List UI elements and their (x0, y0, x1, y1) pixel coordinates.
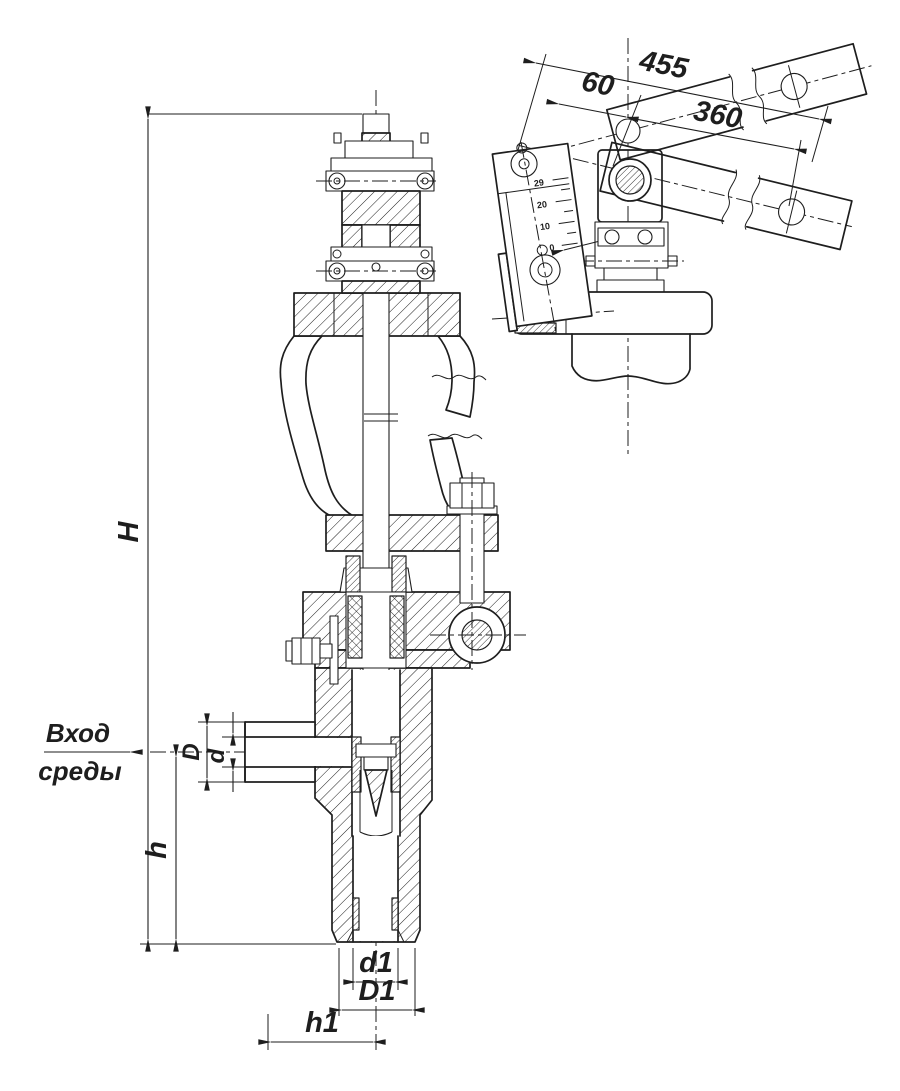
outlet-bore (346, 835, 405, 943)
yoke-right-leg-upper (437, 335, 476, 418)
scale-tick-10: 10 (539, 221, 550, 232)
inlet-label-line1: Вход (46, 718, 110, 748)
dimension-d: d (203, 712, 252, 792)
adjusting-bolt-left (285, 615, 339, 685)
lever-arm-position-2 (518, 141, 853, 251)
yoke-left-leg (279, 335, 354, 517)
scale-tick-20: 20 (536, 199, 547, 210)
scale-tick-0: 0 (549, 242, 555, 253)
main-sectional-view (150, 90, 526, 962)
seat-bushing-right (390, 736, 401, 793)
break-line (427, 433, 483, 440)
dimension-60: 60 (546, 65, 642, 167)
disc-collar (355, 743, 397, 758)
dim-label-D: D (178, 743, 205, 760)
gland-packing (339, 555, 413, 669)
dimension-H: H (113, 106, 362, 952)
dimension-D: D (178, 713, 250, 791)
packing-right (389, 595, 405, 659)
scale-ticks: 29 20 10 0 (533, 177, 578, 253)
lever-top-view: 29 20 10 0 (491, 38, 872, 458)
spring-cap-assembly (316, 132, 436, 294)
dimension-h1: h1 (258, 950, 386, 1050)
packing-left (347, 595, 363, 659)
dim-label-360: 360 (691, 95, 745, 136)
seat-bushing-left (351, 736, 362, 793)
dim-label-D1: D1 (358, 975, 395, 1007)
dim-label-H: H (113, 520, 145, 542)
inlet-label-line2: среды (38, 756, 121, 786)
scale-pointer (551, 240, 601, 256)
dimension-h: h (141, 744, 179, 952)
dim-label-d: d (203, 747, 230, 763)
outlet-thread-right (391, 897, 399, 931)
dim-label-60: 60 (579, 65, 617, 103)
scale-plate: 29 20 10 0 (491, 141, 593, 333)
dim-label-h1: h1 (305, 1007, 339, 1039)
seat-and-cone (351, 669, 401, 837)
dim-label-455: 455 (636, 45, 692, 86)
outlet-thread-left (352, 897, 360, 931)
scale-tick-30: 29 (533, 177, 544, 188)
break-line (431, 374, 487, 381)
inlet-flow-note: Вход среды (38, 718, 143, 786)
lever-link-and-fork (430, 472, 526, 670)
stem-top-section (615, 165, 645, 195)
body-break-outline (571, 333, 691, 385)
inlet-pipe (244, 721, 353, 783)
lever-pivot (615, 118, 641, 144)
valve-cone (364, 769, 388, 817)
dimension-D1: D1 (329, 948, 425, 1016)
dim-label-h: h (141, 841, 173, 859)
